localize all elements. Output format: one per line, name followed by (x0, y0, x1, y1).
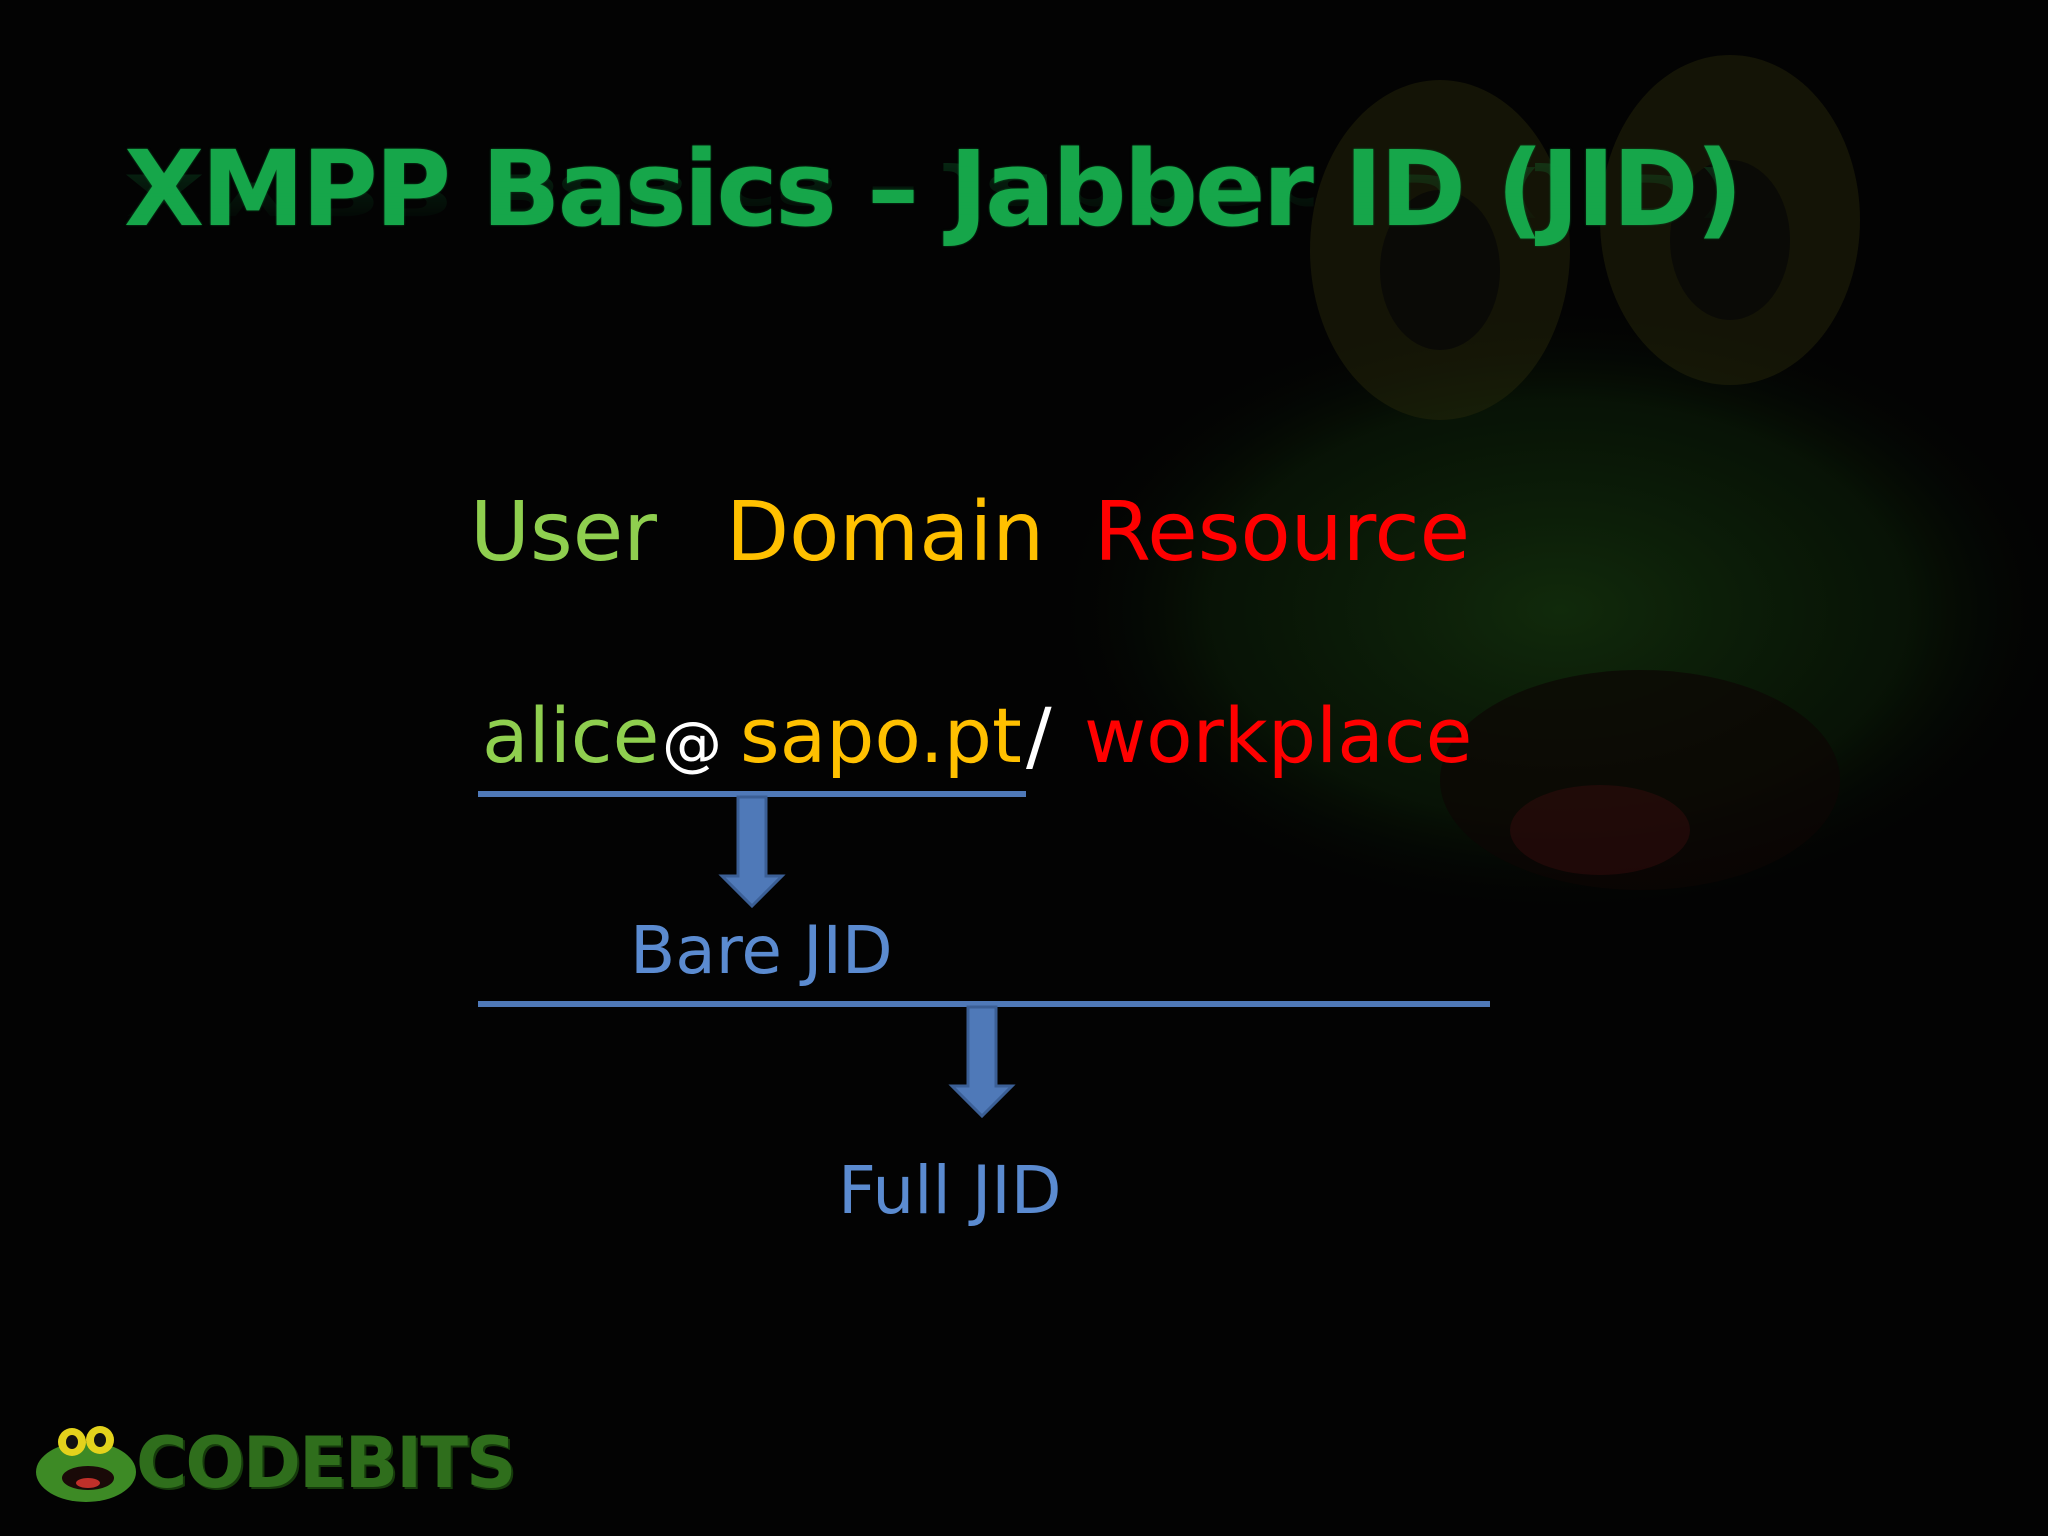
codebits-frog-logo-icon (36, 1426, 136, 1502)
jid-at-sign: @ (662, 709, 722, 779)
full-jid-label: Full JID (838, 1152, 1062, 1229)
header-domain: Domain (726, 485, 1045, 580)
codebits-logo-text: CODEBITS (136, 1422, 516, 1504)
jid-user-part: alice (482, 691, 660, 780)
header-resource: Resource (1094, 485, 1471, 580)
bare-jid-label: Bare JID (630, 912, 893, 989)
jid-slash: / (1026, 691, 1052, 780)
full-jid-arrow (948, 1005, 1016, 1119)
bare-jid-arrow (718, 795, 786, 909)
header-user: User (470, 485, 657, 580)
jid-resource-part: workplace (1084, 691, 1473, 780)
jid-domain-part: sapo.pt (740, 691, 1022, 780)
slide-title: XMPP Basics – Jabber ID (JID) (124, 128, 1743, 250)
